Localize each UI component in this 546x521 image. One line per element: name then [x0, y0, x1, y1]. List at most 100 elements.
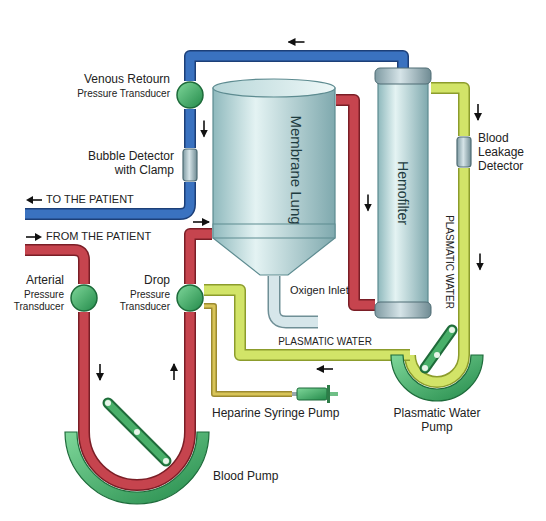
pressure-transducer: ArterialPressure Transducer [70, 284, 98, 312]
detector-body [183, 149, 197, 181]
tube-outline [458, 168, 470, 355]
tube-connector [190, 222, 212, 284]
tube [190, 234, 212, 284]
node-label: Heparine Syringe Pump [212, 407, 339, 421]
filter-cap [375, 68, 431, 84]
syringe-pump-shape [292, 385, 338, 403]
flow-arrow [99, 364, 101, 380]
blood-pump-rotor [105, 400, 169, 464]
roller [163, 458, 169, 464]
rotor-arm [425, 330, 452, 368]
tube [84, 432, 190, 485]
tube [460, 168, 469, 355]
node-label: Bubble Detector with Clamp [74, 150, 174, 178]
node-label: Drop [144, 274, 170, 288]
tube-outline [184, 312, 196, 432]
roller-pump-shape [65, 432, 209, 504]
lung-top [213, 79, 335, 97]
node-label: Membrane Lung [287, 115, 304, 224]
tube-connector [431, 88, 478, 136]
line-label: PLASMATIC WATER [276, 336, 374, 347]
rotor-arm [108, 403, 166, 461]
flow-arrow [479, 254, 481, 270]
tube [190, 56, 403, 81]
syringe-plunger [330, 392, 338, 396]
node-label: Arterial [26, 274, 64, 288]
flow-arrow [193, 221, 209, 223]
flow-arrow [367, 195, 369, 211]
tube-connector [204, 306, 292, 394]
transducer-disc [71, 285, 97, 311]
tube-outline [190, 56, 403, 81]
rotor-hub [134, 429, 140, 435]
tube-outline [204, 306, 292, 394]
flow-arrow [203, 121, 205, 137]
tube-outline [190, 234, 212, 284]
rotor-arm [425, 330, 452, 368]
pressure-transducer-shape [176, 81, 204, 109]
tube-connector [84, 312, 100, 432]
arrow-head [35, 233, 42, 241]
tube [336, 100, 375, 305]
pressure-transducer: Venous RetournPressure Transducer [176, 81, 204, 109]
tube [186, 312, 195, 432]
syringe-tip [292, 392, 297, 396]
flow-arrows [26, 196, 42, 241]
line-label: PLASMATIC WATER [444, 213, 455, 311]
roller [422, 365, 428, 371]
node-label: Plasmatic Water Pump [381, 407, 493, 435]
tube-connector [190, 109, 204, 148]
tube-connector [174, 312, 190, 432]
syringe-barrel [297, 388, 327, 400]
flow-arrow [477, 104, 479, 120]
flow-arrow [289, 41, 305, 43]
patient-line-label: TO THE PATIENT [46, 193, 134, 206]
arrow-head [26, 196, 33, 204]
pipe-outline [274, 276, 318, 322]
inlet-label: Oxigen Inlet [290, 284, 349, 297]
tube-connector [464, 168, 480, 355]
blood-pump-tube [84, 432, 190, 485]
node-label: Pressure Transducer [8, 289, 64, 312]
pressure-transducer: DropPressure Transducer [176, 284, 204, 312]
node-label: Venous Retourn [84, 73, 170, 87]
tube-outline [431, 88, 464, 136]
tube [204, 306, 292, 394]
tube-outline [184, 109, 196, 148]
leakage-detector-shape [456, 136, 472, 168]
membrane-lung: Membrane Lung [212, 78, 336, 278]
bubble-detector: Bubble Detector with Clamp [182, 148, 198, 182]
transducer-disc [177, 82, 203, 108]
tube [80, 312, 89, 432]
tube [431, 88, 464, 136]
tube-connector [190, 42, 403, 81]
roller-pump-shape [391, 355, 483, 401]
tube [25, 182, 190, 214]
plasmatic-pump-rotor [422, 327, 455, 371]
tube [186, 109, 195, 148]
membrane-lung-shape [212, 78, 336, 278]
tube-outline [78, 312, 90, 432]
node-label: Pressure Transducer [77, 88, 170, 100]
hemofilter: Hemofilter [375, 68, 431, 318]
roller-pump: Plasmatic Water Pump [391, 355, 483, 401]
venous-line-to-patient [25, 182, 190, 214]
oxygen-inlet-pipe [274, 276, 318, 322]
node-label: Blood Pump [213, 470, 278, 484]
roller-pump: Blood Pump [65, 432, 209, 504]
bubble-detector-shape [182, 148, 198, 182]
pressure-transducer-shape [70, 284, 98, 312]
tube-outline [25, 182, 190, 214]
node-label: Blood Leakage Detector [478, 132, 540, 173]
node-label: Pressure Transducer [114, 289, 170, 312]
pump-housing [391, 355, 483, 401]
flow-arrow [317, 368, 333, 370]
syringe-pump: Heparine Syringe Pump [292, 385, 338, 403]
roller [105, 400, 111, 406]
tube-outline [84, 432, 190, 485]
lung-body [213, 88, 335, 275]
pipe [274, 276, 318, 322]
